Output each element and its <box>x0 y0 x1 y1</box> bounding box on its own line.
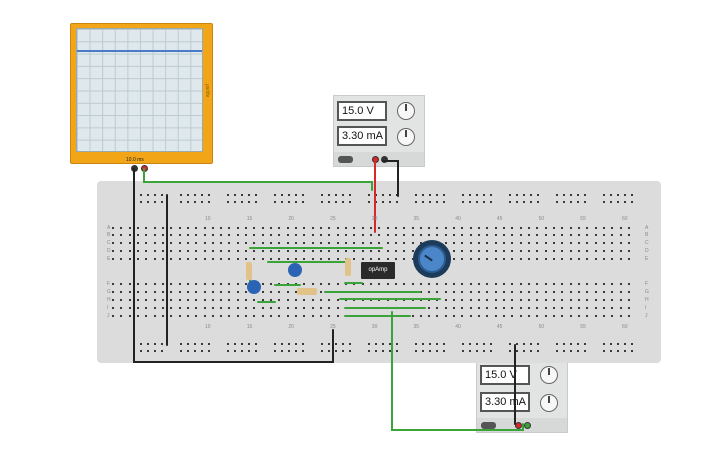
psu-top-negative-wire <box>382 160 399 197</box>
row-letter: D <box>645 248 649 254</box>
voltage-display: 15.0 V <box>480 365 530 385</box>
column-number: 25 <box>330 324 336 330</box>
row-letter: J <box>107 313 110 319</box>
oscilloscope-side-label: μs/div <box>204 84 210 98</box>
negative-terminal[interactable] <box>381 156 388 163</box>
capacitor-2[interactable] <box>247 280 261 294</box>
scope-ground-wire <box>133 168 334 363</box>
column-number: 55 <box>580 324 586 330</box>
row-letter: A <box>107 225 111 231</box>
column-number: 50 <box>538 216 545 222</box>
column-number: 45 <box>496 324 503 330</box>
column-number: 35 <box>413 216 420 222</box>
opamp-chip[interactable]: opAmp <box>361 262 395 279</box>
row-letter: E <box>107 256 111 262</box>
row-letter: F <box>645 281 649 287</box>
psu-footer <box>334 152 424 166</box>
column-number: 30 <box>371 324 378 330</box>
positive-terminal[interactable] <box>515 422 522 429</box>
oscilloscope-scale-label: 10.0 ms <box>126 157 144 163</box>
column-number: 15 <box>246 216 253 222</box>
row-letter: A <box>645 225 649 231</box>
row-letter: B <box>107 232 111 238</box>
row-letter: C <box>645 240 649 246</box>
voltage-knob[interactable] <box>540 366 558 384</box>
current-knob[interactable] <box>540 394 558 412</box>
column-number: 10 <box>205 324 211 330</box>
column-number: 55 <box>580 216 586 222</box>
row-letter: C <box>107 240 111 246</box>
row-letter: G <box>107 289 111 295</box>
column-number: 20 <box>288 216 294 222</box>
row-letter: H <box>107 297 111 303</box>
column-number: 10 <box>205 216 211 222</box>
row-letter: G <box>645 289 649 295</box>
oscilloscope-trace <box>77 50 202 52</box>
voltage-display: 15.0 V <box>337 101 387 121</box>
oscilloscope[interactable]: 10.0 ms μs/div <box>70 23 213 164</box>
column-number: 20 <box>288 324 294 330</box>
power-supply-top[interactable]: 15.0 V 3.30 mA <box>333 95 425 167</box>
potentiometer-knob[interactable] <box>418 245 446 273</box>
capacitor-1[interactable] <box>288 263 302 277</box>
scope-signal-wire <box>143 168 373 191</box>
row-letter: I <box>107 305 109 311</box>
row-letter: D <box>107 248 111 254</box>
negative-terminal[interactable] <box>524 422 531 429</box>
column-number: 40 <box>455 216 461 222</box>
row-letter: I <box>645 305 647 311</box>
column-number: 25 <box>330 216 336 222</box>
column-number: 40 <box>455 324 461 330</box>
current-knob[interactable] <box>397 128 415 146</box>
potentiometer[interactable] <box>413 240 451 278</box>
column-number: 15 <box>246 324 253 330</box>
oscilloscope-screen <box>76 28 203 152</box>
column-number: 60 <box>622 324 628 330</box>
voltage-knob[interactable] <box>397 102 415 120</box>
row-letter: J <box>645 313 648 319</box>
row-letter: B <box>645 232 649 238</box>
resistor-2[interactable] <box>345 258 351 276</box>
column-number: 35 <box>413 324 420 330</box>
psu-bottom-wire <box>391 311 524 431</box>
column-number: 30 <box>371 216 378 222</box>
resistor-3[interactable] <box>297 288 317 295</box>
resistor-1[interactable] <box>246 262 252 280</box>
column-number: 50 <box>538 324 545 330</box>
column-number: 45 <box>496 216 503 222</box>
power-switch[interactable] <box>338 156 353 163</box>
row-letter: F <box>107 281 111 287</box>
row-letter: E <box>645 256 649 262</box>
potentiometer-indicator <box>424 254 433 262</box>
row-letter: H <box>645 297 649 303</box>
column-number: 60 <box>622 216 628 222</box>
current-display: 3.30 mA <box>337 126 387 146</box>
power-switch[interactable] <box>481 422 496 429</box>
